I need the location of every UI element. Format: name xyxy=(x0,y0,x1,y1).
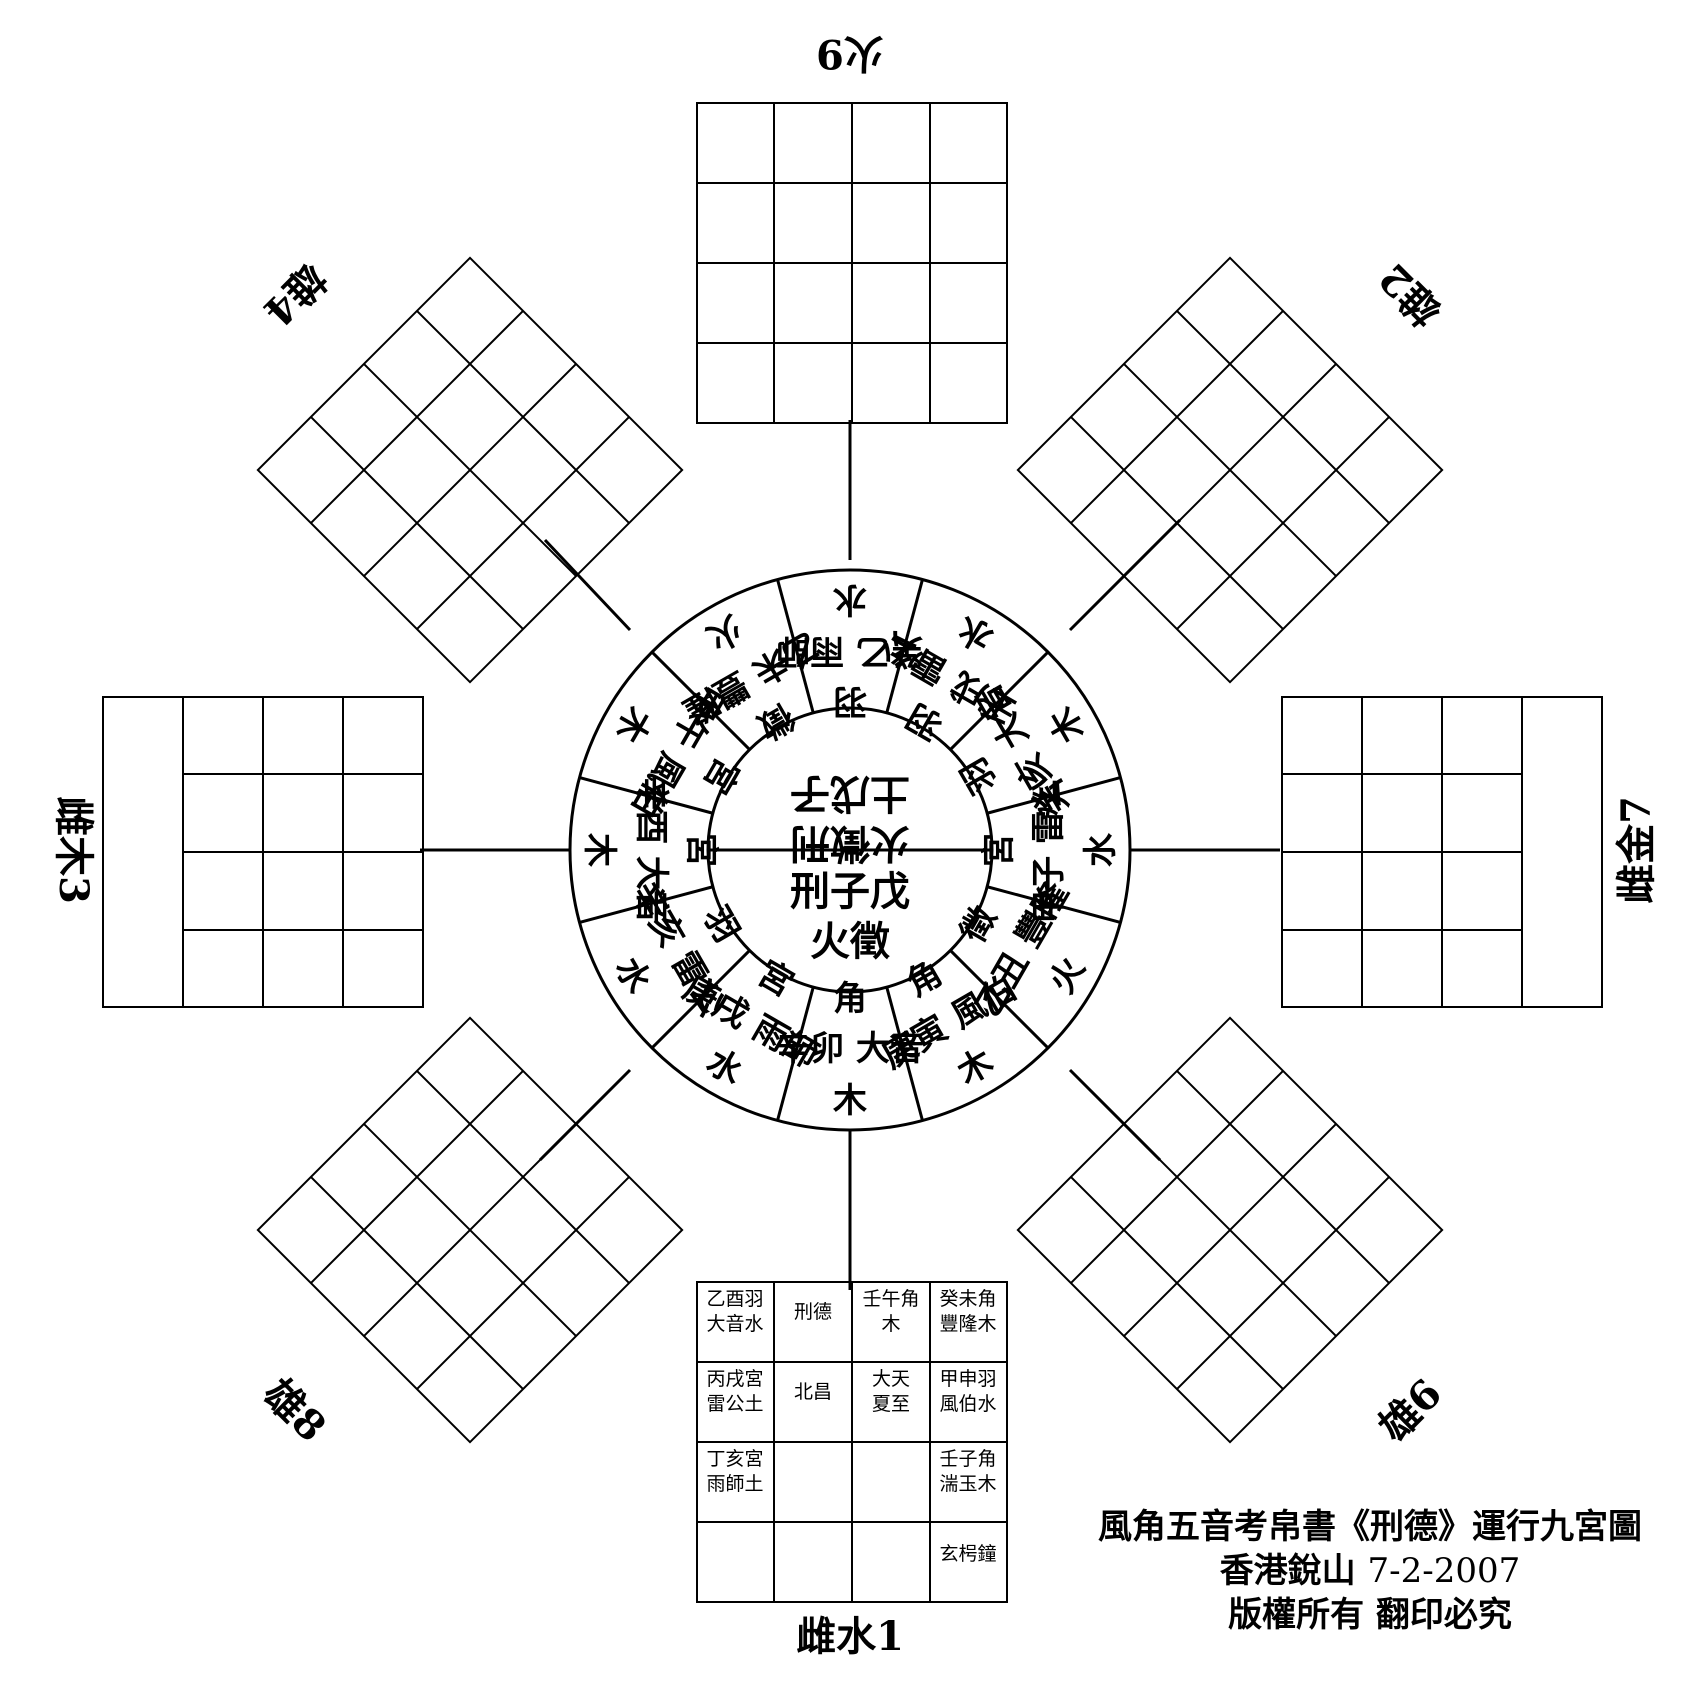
spoke xyxy=(579,885,714,924)
cell-b-13: 北昌 xyxy=(794,1381,832,1403)
cell-b-10: 大天 xyxy=(872,1368,910,1390)
cell-b-16: 丙戌宮 xyxy=(706,1368,763,1390)
ring-segment: 羽癸乙 雨師水 xyxy=(776,579,925,721)
cell-b-11: 夏至 xyxy=(872,1393,910,1415)
ring-segment: 角辛卯 大音木 xyxy=(776,979,924,1121)
palace-sw xyxy=(256,1016,684,1444)
title-line2: 香港銳山 7-2-2007 xyxy=(1050,1549,1690,1593)
palace-left xyxy=(102,696,424,1008)
cell-b-3: 甲申羽 xyxy=(939,1368,996,1390)
author-name: 香港銳山 xyxy=(1219,1551,1356,1591)
palace-left-label: 雌木3 xyxy=(50,796,97,904)
spoke xyxy=(776,986,815,1121)
cell-b-4: 風伯水 xyxy=(939,1393,996,1415)
palace-ne-label: 雄2 xyxy=(1370,254,1451,335)
cell-b-12: 刑德 xyxy=(794,1301,832,1323)
palace-top xyxy=(696,102,1008,424)
palace-nw-label: 雄4 xyxy=(254,254,335,335)
palace-ne xyxy=(1016,256,1444,684)
palace-top-label: 火9 xyxy=(816,30,884,77)
spoke xyxy=(986,885,1121,924)
palace-se-label: 雄6 xyxy=(1370,1370,1451,1451)
ring-segment: 宮甲子 雷公水 xyxy=(979,776,1121,924)
wheel: 角辛卯 大音木角庚寅 風伯木徵乙丑 豐隆火宮甲子 雷公水羽癸亥 大音木羽壬戌 雷… xyxy=(568,568,1132,1132)
cell-b-14: 乙酉羽 xyxy=(706,1288,763,1310)
wheel-spokes xyxy=(579,579,1121,1121)
palace-nw xyxy=(256,256,684,684)
ring-text: 水 xyxy=(1081,832,1121,867)
cell-b-6: 湍玉木 xyxy=(939,1473,996,1495)
copyright-text: 版權所有 翻印必究 xyxy=(1228,1595,1512,1635)
date-text: 7-2-2007 xyxy=(1367,1551,1521,1591)
cell-b-15: 大音水 xyxy=(706,1313,763,1335)
palace-top-text: 火9 xyxy=(816,30,884,77)
ring-text: 水 xyxy=(832,579,867,619)
ring-text: 辛卯 大音 xyxy=(776,1029,924,1069)
ring-text: 辛酉 大音 xyxy=(631,776,671,924)
title-line1: 風角五音考帛書《刑德》運行九宮圖 xyxy=(1098,1507,1642,1547)
axis-nw xyxy=(543,538,632,632)
ring-text: 甲子 雷公 xyxy=(1029,776,1069,924)
ring-text: 木 xyxy=(579,832,619,867)
cell-b-1: 癸未角 xyxy=(939,1288,996,1310)
spoke xyxy=(949,949,1050,1050)
spoke xyxy=(986,776,1121,815)
hub-bottom-line1: 刑子戊 xyxy=(790,868,910,915)
spoke xyxy=(650,650,751,751)
ring-text: 癸乙 雨師 xyxy=(776,631,925,671)
ring-text: 木 xyxy=(832,1081,867,1121)
palace-se xyxy=(1016,1016,1444,1444)
spoke xyxy=(579,776,714,815)
palace-bottom-text: 癸未角 豐隆木 甲申羽 風伯水 壬子角 湍玉木 玄枵鐘 壬午角 木 大天 夏至 … xyxy=(706,1288,996,1660)
hub-top-line1: 土戊子 xyxy=(790,770,910,817)
spoke xyxy=(650,949,751,1050)
title-block: 風角五音考帛書《刑德》運行九宮圖 香港銳山 7-2-2007 版權所有 翻印必究 xyxy=(1050,1505,1690,1637)
cell-b-9: 木 xyxy=(881,1313,900,1335)
cell-b-19: 雨師土 xyxy=(706,1473,763,1495)
cell-b-17: 雷公土 xyxy=(706,1393,763,1415)
cell-b-2: 豐隆木 xyxy=(939,1313,996,1335)
hub-bottom-line2: 火徵 xyxy=(810,918,890,965)
cell-b-5: 壬子角 xyxy=(939,1448,996,1470)
cell-b-7: 玄枵鐘 xyxy=(939,1543,996,1565)
palace-right-label: 雌金7 xyxy=(1613,796,1660,904)
spoke xyxy=(949,650,1050,751)
hub-top-line2: 火徵刑 xyxy=(790,820,910,867)
spoke xyxy=(885,986,924,1121)
palace-sw-label: 雄8 xyxy=(254,1370,335,1451)
cell-b-18: 丁亥宮 xyxy=(706,1448,763,1470)
palace-bottom xyxy=(696,1281,1008,1603)
spoke xyxy=(885,579,924,714)
ring-text: 角 xyxy=(833,979,867,1019)
ring-text: 羽 xyxy=(833,681,867,721)
palace-bottom-label: 雌水1 xyxy=(796,1613,904,1660)
palace-right xyxy=(1281,696,1603,1008)
spoke xyxy=(776,579,815,714)
cell-b-8: 壬午角 xyxy=(862,1288,919,1310)
